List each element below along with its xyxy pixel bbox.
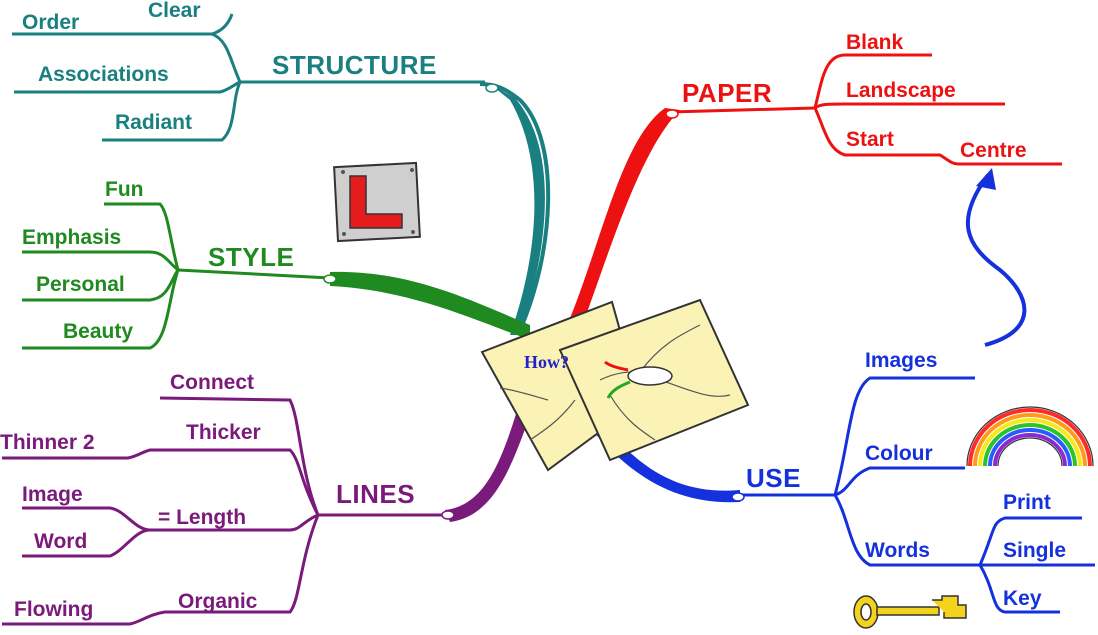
style-personal: Personal: [36, 273, 125, 296]
style-trunk: [330, 271, 530, 340]
style-title: STYLE: [208, 242, 295, 272]
style-node-dot: [323, 274, 337, 284]
structure-order: Order: [22, 11, 80, 34]
structure-node-dot: [485, 83, 499, 93]
use-key: Key: [1003, 587, 1042, 610]
key-icon: [853, 595, 967, 629]
style-beauty: Beauty: [63, 320, 134, 343]
structure-title: STRUCTURE: [272, 50, 437, 80]
use-branch: [740, 173, 1095, 614]
lines-node-dot: [441, 510, 455, 520]
paper-landscape: Landscape: [846, 79, 956, 102]
use-title: USE: [746, 463, 801, 493]
structure-associations: Associations: [38, 63, 169, 86]
rainbow-icon: [966, 406, 1094, 467]
lines-title: LINES: [336, 479, 416, 509]
use-words: Words: [865, 539, 930, 562]
use-node-dot: [731, 492, 745, 502]
l-plate-icon: [333, 161, 421, 243]
map-paper-icon: [480, 298, 750, 472]
use-colour: Colour: [865, 442, 933, 465]
paper-centre: Centre: [960, 139, 1027, 162]
use-images: Images: [865, 349, 938, 372]
paper-title: PAPER: [682, 78, 773, 108]
use-trunk: [592, 420, 740, 503]
paper-branch: [669, 53, 1062, 166]
structure-trunk: [490, 84, 545, 335]
style-branch: [22, 202, 331, 350]
center-label: How?: [524, 352, 569, 372]
style-fun: Fun: [105, 178, 144, 201]
paper-node-dot: [665, 109, 679, 119]
lines-flowing: Flowing: [14, 598, 94, 621]
lines-image: Image: [22, 483, 83, 506]
style-emphasis: Emphasis: [22, 226, 122, 249]
lines-word: Word: [34, 530, 88, 553]
paper-start: Start: [846, 128, 894, 151]
paper-blank: Blank: [846, 31, 904, 54]
use-print: Print: [1003, 491, 1051, 514]
lines-thinner: Thinner 2: [0, 431, 95, 454]
paper-trunk: [565, 108, 680, 332]
structure-clear: Clear: [148, 0, 201, 22]
lines-connect: Connect: [170, 371, 254, 394]
lines-thicker: Thicker: [186, 421, 261, 444]
lines-organic: Organic: [178, 590, 258, 613]
lines-trunk: [445, 385, 540, 522]
use-single: Single: [1003, 539, 1067, 562]
lines-length: = Length: [158, 506, 247, 529]
curved-arrow-icon: [976, 168, 996, 190]
structure-radiant: Radiant: [115, 111, 193, 134]
lines-branch: [2, 396, 450, 626]
